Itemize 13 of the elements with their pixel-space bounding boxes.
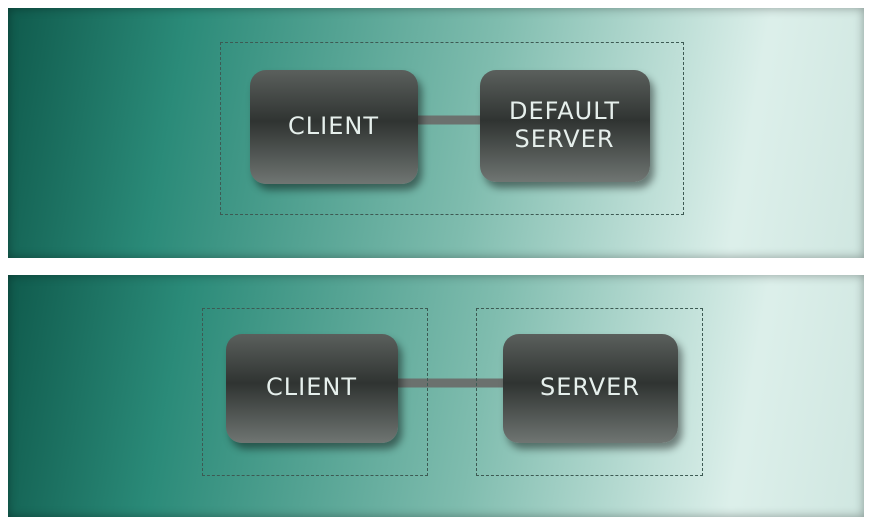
node-label: CLIENT [265, 374, 358, 402]
connector-line [418, 116, 480, 124]
group-frame [476, 308, 703, 476]
node-label: CLIENT [287, 112, 380, 140]
process-box [480, 70, 650, 182]
group-frame [220, 42, 684, 215]
connector-line [398, 378, 503, 388]
node-label: DEFAULT SERVER [508, 98, 621, 154]
group-frame [202, 308, 428, 476]
process-box [226, 334, 398, 442]
process-box [250, 70, 418, 184]
process-box [502, 334, 678, 442]
node-label: SERVER [538, 374, 642, 402]
